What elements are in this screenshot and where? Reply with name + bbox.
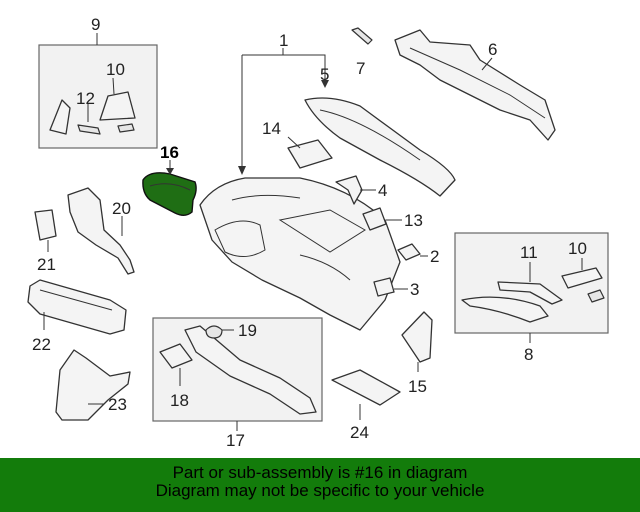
callout-5: 5 — [320, 65, 329, 84]
callout-3: 3 — [410, 280, 419, 299]
part-21-cover — [34, 209, 57, 241]
part-trim-piece-left — [49, 99, 71, 135]
part-23-console-trim — [55, 349, 131, 421]
callout-13: 13 — [404, 211, 423, 230]
part-11-garnish — [497, 281, 563, 305]
callout-22: 22 — [32, 335, 51, 354]
callout-12: 12 — [76, 89, 95, 108]
part-4-bracket — [335, 175, 363, 205]
part-1-instrument-panel — [199, 177, 401, 331]
part-17-lower-panel — [184, 325, 317, 415]
callout-4: 4 — [378, 181, 387, 200]
part-3-vent — [373, 277, 395, 297]
info-banner: Part or sub-assembly is #16 in diagram D… — [0, 458, 640, 512]
callout-11: 11 — [520, 243, 538, 262]
callout-8: 8 — [524, 345, 533, 364]
banner-line-1: Part or sub-assembly is #16 in diagram — [172, 463, 468, 482]
part-18-bracket — [159, 343, 193, 369]
part-10-cover — [99, 91, 136, 121]
callout-21: 21 — [37, 255, 56, 274]
callout-16-highlighted[interactable]: 16 — [160, 143, 179, 162]
part-13-switch — [362, 207, 387, 231]
callout-15: 15 — [408, 377, 427, 396]
callout-7: 7 — [356, 59, 365, 78]
callout-19: 19 — [238, 321, 257, 340]
banner-line-2: Diagram may not be specific to your vehi… — [155, 481, 485, 500]
callout-24: 24 — [350, 423, 369, 442]
part-24-under-cover — [331, 369, 401, 406]
part-20-center-trim — [67, 187, 135, 275]
callout-6: 6 — [488, 40, 497, 59]
callout-14: 14 — [262, 119, 281, 138]
part-15-side-cover — [401, 311, 433, 363]
callout-10-box8: 10 — [568, 239, 587, 258]
callout-1: 1 — [279, 31, 288, 50]
part-5-upper-pad — [304, 97, 456, 197]
part-16-highlighted[interactable] — [142, 172, 197, 216]
callout-2: 2 — [430, 247, 439, 266]
callout-23: 23 — [108, 395, 127, 414]
part-screw-9 — [117, 123, 135, 133]
callout-9: 9 — [91, 15, 100, 34]
callout-20: 20 — [112, 199, 131, 218]
part-19-knob — [205, 325, 223, 339]
part-22-tray — [27, 279, 127, 335]
part-12-clip — [77, 124, 101, 135]
part-8-screw — [587, 289, 605, 303]
callout-18: 18 — [170, 391, 189, 410]
parts-diagram: 1 5 6 7 9 10 12 16 14 4 13 2 3 11 10 8 1… — [27, 15, 609, 450]
part-6-cross-member — [394, 29, 556, 141]
part-10-insert — [561, 267, 603, 289]
part-7-bolt — [351, 27, 373, 45]
callout-17: 17 — [226, 431, 245, 450]
part-2-vent — [397, 243, 421, 261]
part-14-panel — [287, 139, 333, 169]
callout-10-box9: 10 — [106, 60, 125, 79]
part-8-trim — [461, 296, 549, 323]
